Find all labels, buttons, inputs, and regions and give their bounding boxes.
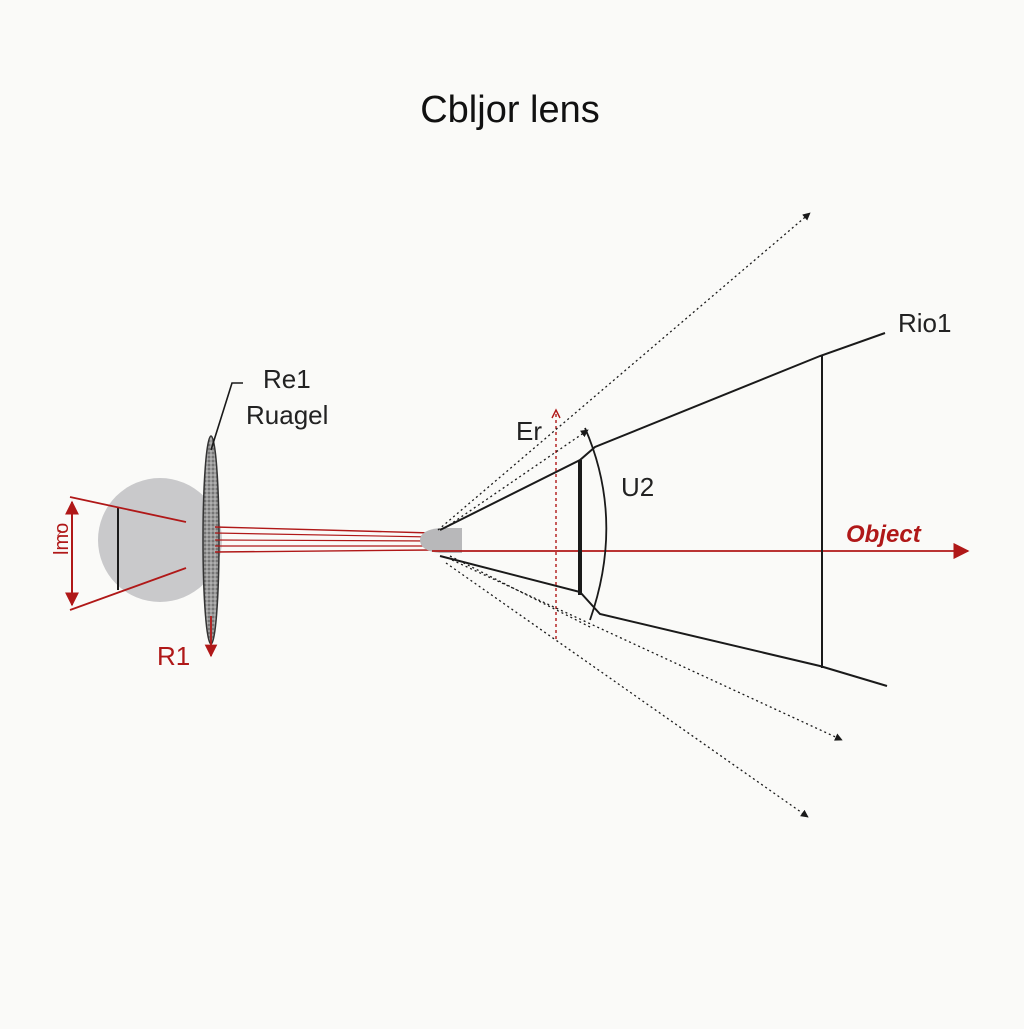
lens-label-line-2: Ruagel [246, 400, 328, 430]
dotted-rays [437, 212, 843, 818]
diagram-title: Cbljor lens [420, 89, 600, 131]
light-cone [439, 332, 888, 687]
lens-leader-line [210, 382, 243, 451]
image-height-superscript: 2 [57, 529, 62, 538]
red-ray-lower-left [69, 567, 187, 611]
top-ray-label: Rio1 [898, 308, 951, 338]
object-label: Object [846, 521, 922, 548]
er-label: Er [516, 416, 542, 446]
u2-label: U2 [621, 472, 654, 502]
r1-label: R1 [157, 641, 190, 671]
red-ray-upper-left [69, 496, 187, 523]
wavefront-arc [584, 427, 608, 621]
er-dashed-arrowhead [551, 408, 561, 419]
image-height-label: lmo [51, 523, 73, 555]
lens-label-line-1: Re1 [263, 364, 311, 394]
red-ray-bundle [214, 526, 433, 553]
focal-point [420, 528, 462, 553]
